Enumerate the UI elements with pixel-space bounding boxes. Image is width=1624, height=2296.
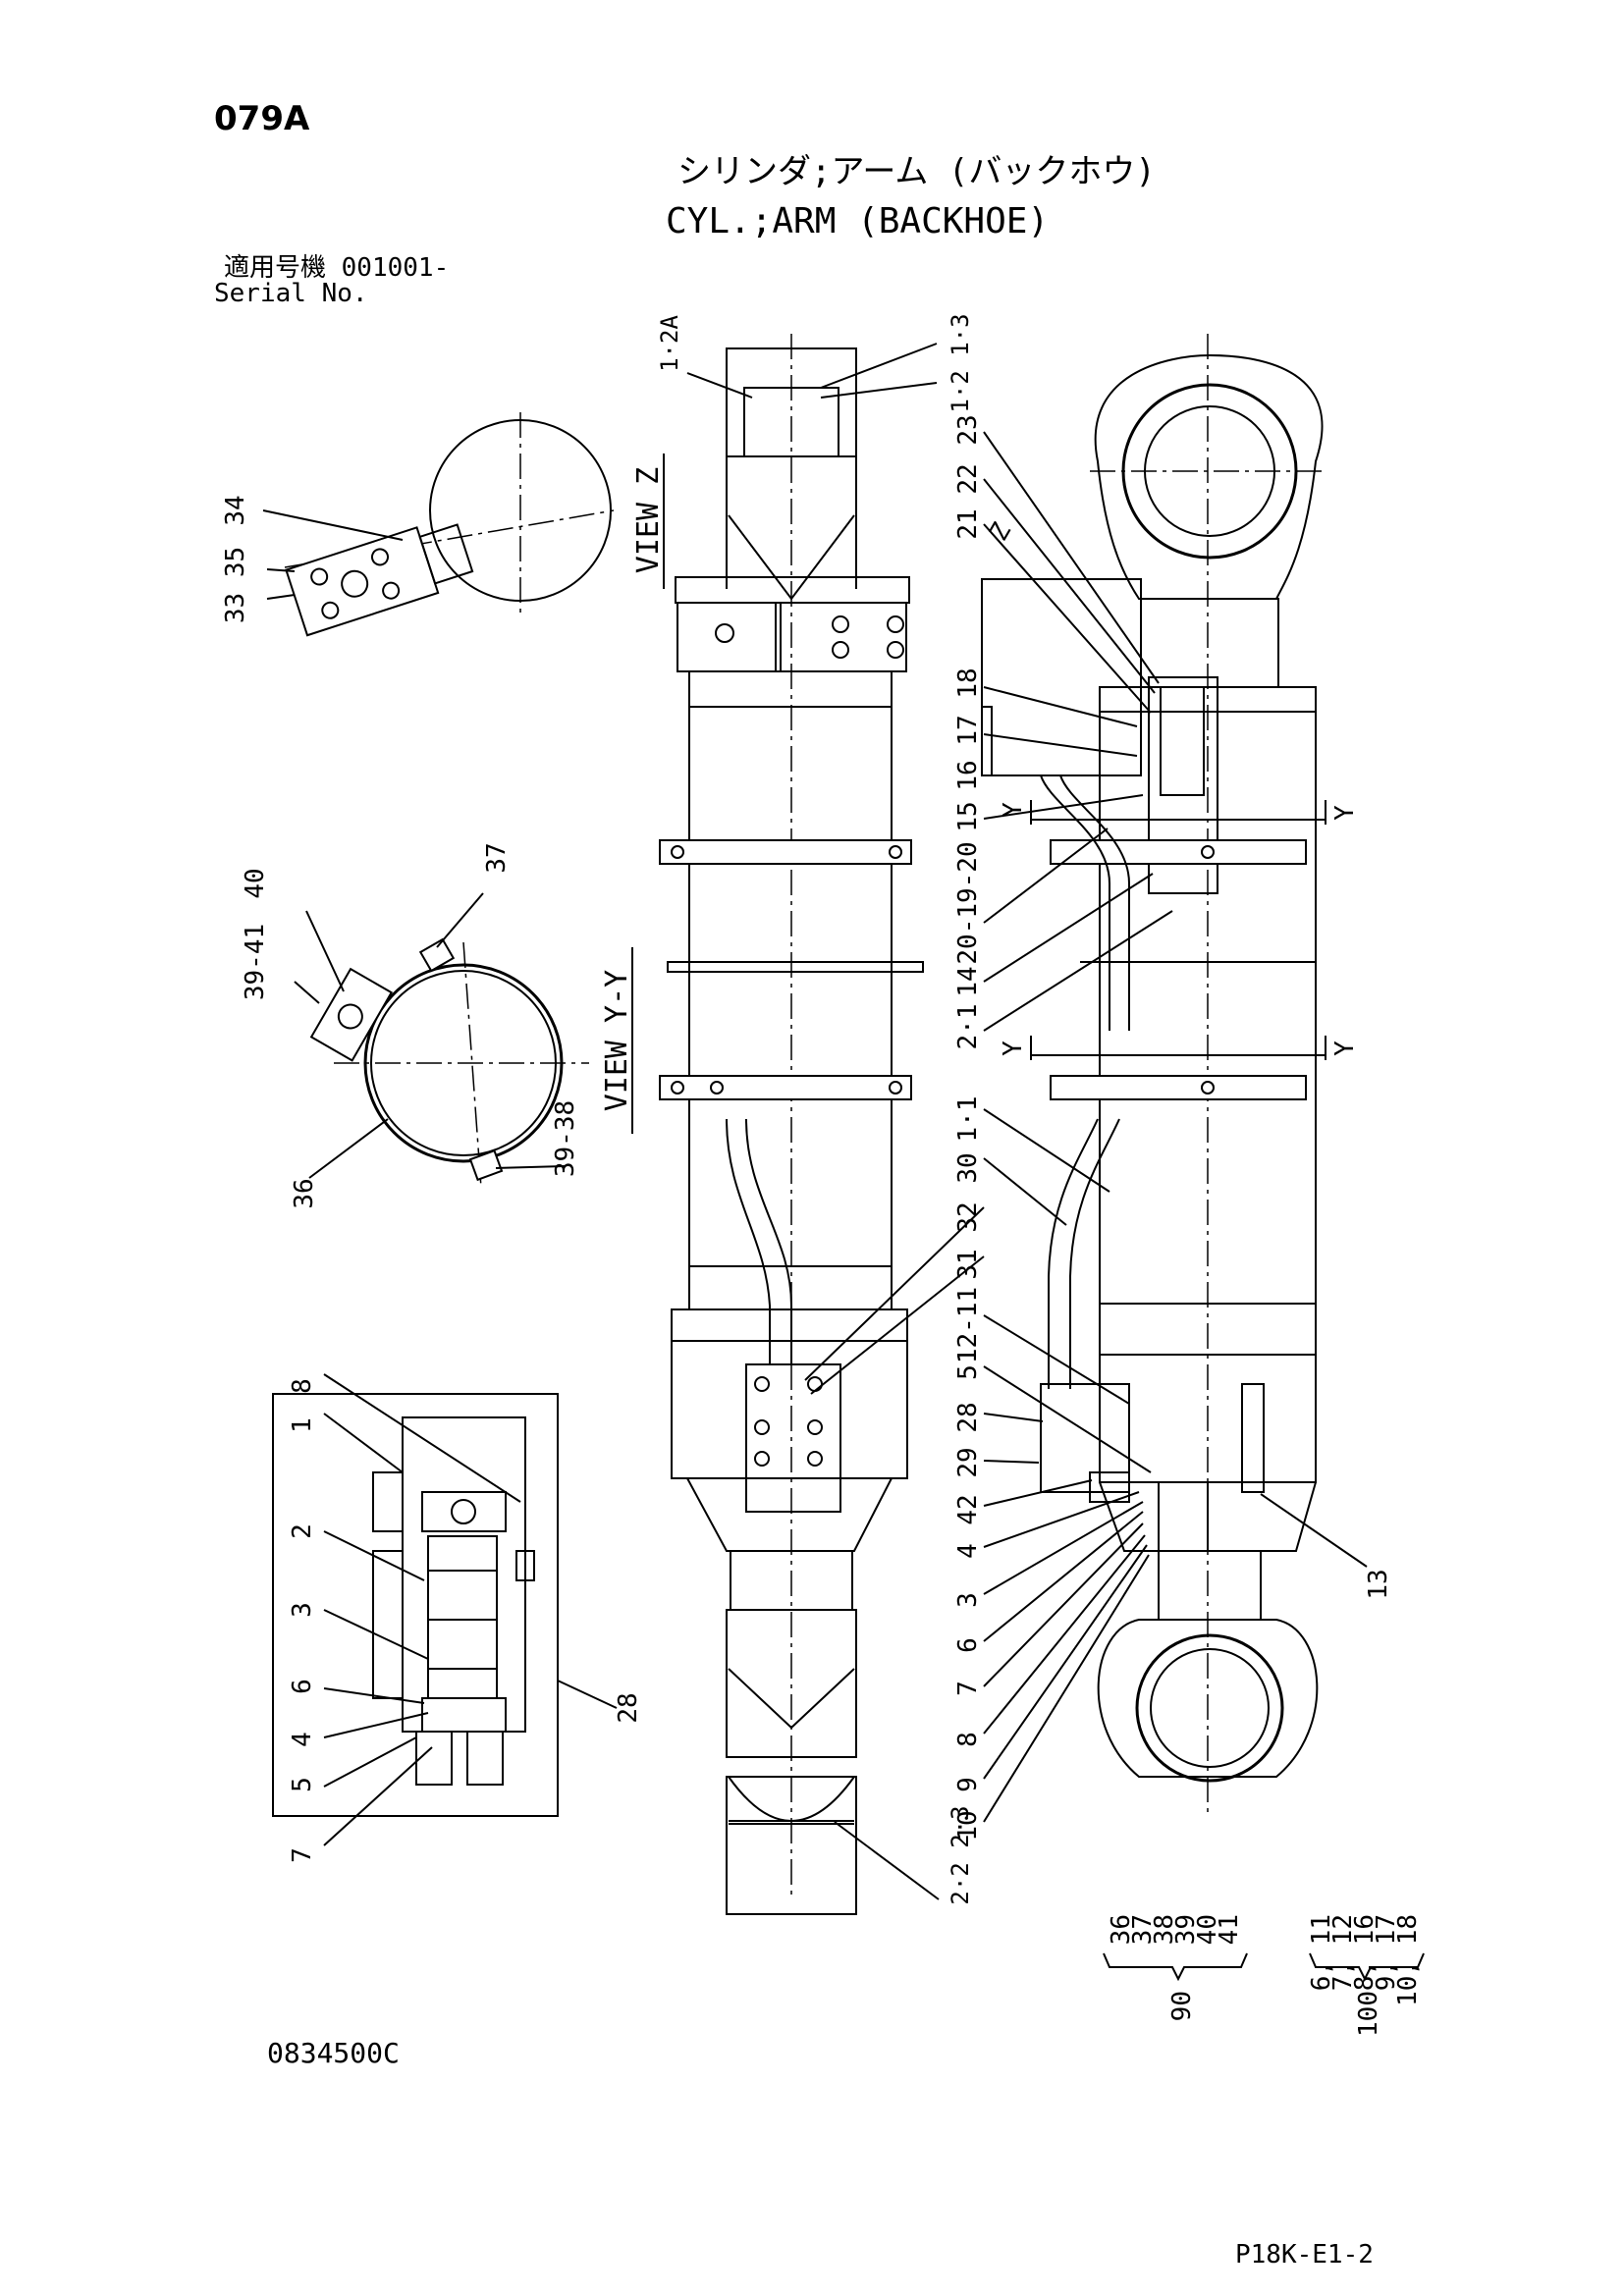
view-yy-detail [294,892,589,1189]
kit-90-number: 90 [1167,1991,1197,2021]
side-view-leaders [804,431,1368,1823]
callout-4: 4 [953,1543,983,1559]
cylinder-side-view [981,334,1326,1816]
callout-34: 34 [221,495,250,525]
callout-9: 9 [953,1777,983,1792]
callout-10: 10 [953,1810,983,1841]
callout-31: 31 [953,1249,983,1279]
kit-90-part-39: 39 [1171,1914,1201,1945]
callout-30: 30 [953,1152,983,1183]
callout-1-2-1-3: 1·2 1·3 [947,313,974,412]
inset-callout-4: 4 [288,1732,317,1747]
section-mark-y-3: Y [999,1041,1028,1056]
kit-90-part-40: 40 [1193,1914,1222,1945]
callout-29: 29 [953,1447,983,1477]
inset-callout-28: 28 [614,1692,643,1723]
kit-90-part-37: 37 [1128,1914,1158,1945]
callout-40: 40 [241,868,270,898]
callout-39-38: 39-38 [551,1100,580,1177]
title-japanese: シリンダ;アーム (バックホウ) [677,152,1156,191]
callout-5: 5 [953,1364,983,1380]
inset-callout-8: 8 [288,1378,317,1394]
callout-3: 3 [953,1592,983,1608]
section-mark-y-2: Y [1330,805,1360,821]
callout-1-1: 1·1 [953,1096,983,1143]
serial-label-japanese: 適用号機 001001- [224,253,450,283]
view-z-detail [262,412,615,637]
callout-37: 37 [482,842,512,873]
callout-17: 17 [953,715,983,745]
callout-15: 15 [953,801,983,831]
kit-90-group: 36 37 38 39 40 41 90 [1103,1914,1248,2021]
view-z-label: VIEW Z [631,467,666,573]
section-mark-y-4: Y [1330,1041,1360,1056]
callout-12-11: 12-11 [953,1287,983,1363]
callout-2-2-2-3: 2·2 2·3 [947,1805,974,1904]
callout-36: 36 [290,1178,319,1208]
callout-28: 28 [953,1402,983,1432]
cylinder-top-view [659,334,924,1915]
kit-90-part-36: 36 [1107,1914,1136,1945]
inset-callout-5: 5 [288,1777,317,1792]
callout-39-41: 39-41 [241,924,270,1000]
page-reference: P18K-E1-2 [1235,2240,1374,2269]
view-yy-label: VIEW Y-Y [600,970,634,1112]
title-english: CYL.;ARM (BACKHOE) [666,201,1050,241]
callout-42: 42 [953,1494,983,1524]
callout-16: 16 [953,760,983,790]
callout-32: 32 [953,1201,983,1232]
callout-14: 14 [953,966,983,996]
section-markers [1030,800,1326,1060]
callout-1-2a: 1·2A [656,315,683,372]
callout-6: 6 [953,1637,983,1653]
callout-7: 7 [953,1681,983,1696]
callout-2-1: 2·1 [953,1004,983,1050]
callout-23: 23 [953,414,983,445]
inset-callout-3: 3 [288,1602,317,1618]
kit-100-part-10-18: 10, 18 [1393,1914,1423,2006]
kit-90-part-41: 41 [1215,1914,1244,1945]
inset-callout-1: 1 [288,1417,317,1433]
callout-20-19-20: 20-19-20 [953,841,983,964]
callout-13: 13 [1364,1569,1393,1599]
callout-18: 18 [953,667,983,698]
callout-8: 8 [953,1732,983,1747]
kit-100-number: 100 [1354,1991,1383,2037]
side-view-callouts: 23 22 21 18 17 16 15 20-19-20 14 2·1 1·1… [953,414,1393,1841]
inset-detail [272,1373,618,1846]
drawing-number: 0834500C [267,2037,400,2069]
inset-callout-7: 7 [288,1847,317,1863]
kit-90-part-38: 38 [1150,1914,1179,1945]
callout-22: 22 [953,463,983,494]
inset-callout-6: 6 [288,1679,317,1694]
callout-33-35: 33 35 [221,547,250,623]
kit-100-group: 6, 11 7, 12 8, 16 9, 17 10, 18 100 [1307,1914,1425,2037]
kit-100-part-9-17: 9, 17 [1372,1914,1401,1991]
inset-callout-2: 2 [288,1523,317,1539]
kit-100-part-7-12: 7, 12 [1328,1914,1358,1991]
page-code: 079A [214,99,310,138]
kit-100-part-6-11: 6, 11 [1307,1914,1336,1991]
serial-label-english: Serial No. [214,279,368,308]
callout-21: 21 [953,508,983,539]
